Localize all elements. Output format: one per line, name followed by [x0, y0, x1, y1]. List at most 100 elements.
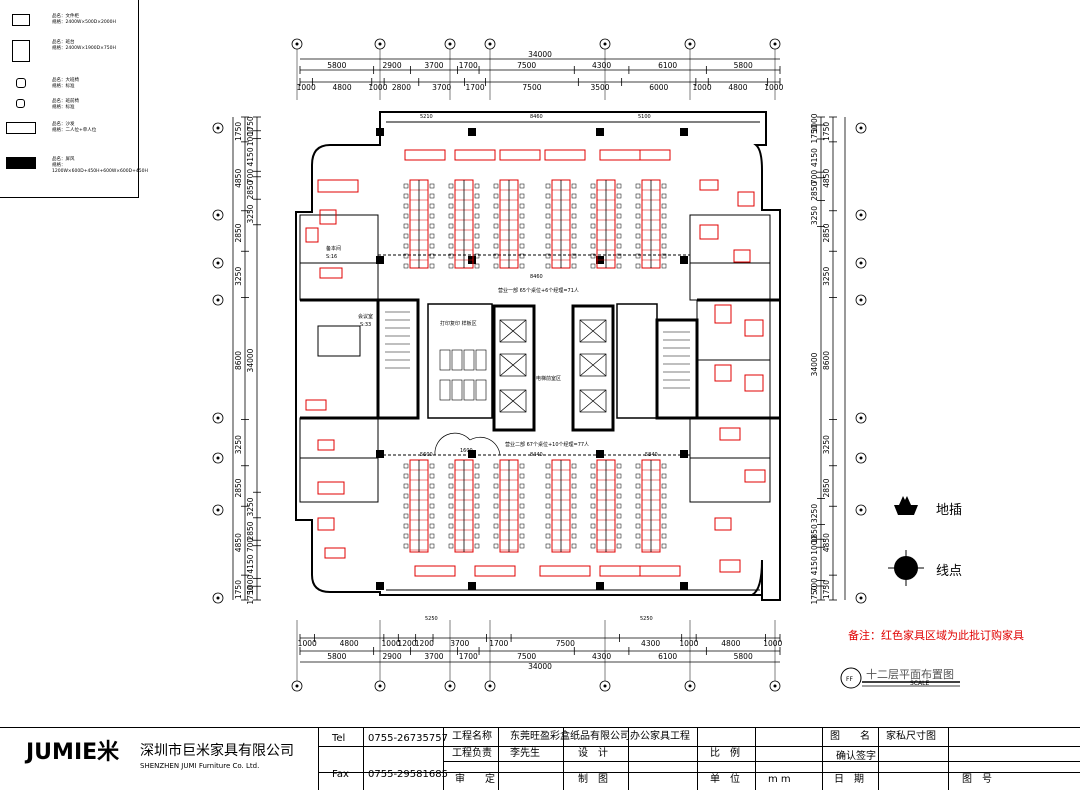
chair [403, 223, 409, 229]
office-desk [317, 179, 359, 193]
chair [635, 533, 641, 539]
dimension-text: 4850 [234, 533, 243, 552]
dimension-text: 34000 [246, 348, 255, 372]
chair [519, 473, 525, 479]
drawing-name-label: 图 名 [830, 731, 870, 742]
office-desk [744, 469, 766, 483]
meeting-table [317, 325, 361, 357]
chair [590, 513, 596, 519]
dimension-text: 4800 [340, 639, 359, 648]
legend-spec: 规格：二人位+单人位 [52, 128, 97, 133]
chair [616, 483, 622, 489]
scale-label: SCALE [910, 680, 930, 687]
chair [448, 233, 454, 239]
chair [429, 263, 435, 269]
dimension-text: 2900 [383, 61, 402, 70]
chair [571, 523, 577, 529]
office-desk [699, 179, 719, 191]
chair [545, 543, 551, 549]
dimension-text: 3250 [822, 267, 831, 286]
chair [590, 263, 596, 269]
confirm-label: 确认签字 [836, 751, 876, 762]
chair [590, 503, 596, 509]
file-room-area: S:16 [326, 254, 337, 260]
chair [571, 463, 577, 469]
dimension-text: 4800 [333, 83, 352, 92]
chair [474, 193, 480, 199]
dimension-text: 1700 [459, 61, 478, 70]
chair [429, 533, 435, 539]
partition-icon [6, 157, 36, 169]
chair [448, 243, 454, 249]
chair [493, 243, 499, 249]
chair [474, 263, 480, 269]
chair [429, 193, 435, 199]
dept2-label: 营业二部 67个桌位+10个经理=77人 [505, 441, 589, 448]
chair [590, 233, 596, 239]
dimension-text: 5800 [327, 61, 346, 70]
dimension-text: 7500 [517, 652, 536, 661]
red-furniture-note: 备注：红色家具区域为此批订购家具 [848, 629, 1024, 642]
dimension-text: 8600 [234, 351, 243, 370]
dimension-text: 2850 [810, 181, 819, 200]
dimension-text: 3250 [822, 435, 831, 454]
legend-name: 品名：屏风 [52, 157, 75, 162]
chair [448, 523, 454, 529]
plan-dim: 5210 [420, 114, 433, 120]
dimension-text: 2900 [383, 652, 402, 661]
review-label: 审 定 [455, 774, 495, 785]
elevator-core-left [492, 304, 536, 432]
chair [590, 243, 596, 249]
chair [545, 243, 551, 249]
chair [661, 523, 667, 529]
chair [616, 193, 622, 199]
dimension-text: 1000 [246, 575, 255, 594]
chair [661, 503, 667, 509]
dimension-text: 34000 [810, 352, 819, 376]
chair [545, 223, 551, 229]
legend-spec: 规格：2400W×1900D×750H [52, 46, 116, 51]
chair [545, 513, 551, 519]
dimension-text: 3500 [590, 83, 609, 92]
office-desk [699, 224, 719, 240]
dimension-text: 1000 [298, 639, 317, 648]
chair [493, 463, 499, 469]
chair [493, 213, 499, 219]
dimension-text: 4300 [641, 639, 660, 648]
plan-dim: 8460 [530, 114, 543, 120]
chair [403, 543, 409, 549]
plan-dim: 5840 [645, 452, 658, 458]
chair [519, 483, 525, 489]
chair [661, 223, 667, 229]
chair [519, 193, 525, 199]
chair [616, 493, 622, 499]
dimension-text: 6100 [658, 652, 677, 661]
plan-dim: 8460 [530, 274, 543, 280]
chair [635, 263, 641, 269]
chair [519, 203, 525, 209]
dimension-text: 1200 [397, 639, 416, 648]
dimension-text: 1750 [234, 122, 243, 141]
dimension-text: 4150 [246, 554, 255, 573]
chair [429, 543, 435, 549]
dimension-text: 7500 [517, 61, 536, 70]
dimension-text: 4800 [721, 639, 740, 648]
chair [403, 463, 409, 469]
legend-name: 品名：班前椅 [52, 99, 79, 104]
dimension-text: 7500 [522, 83, 541, 92]
chair [493, 203, 499, 209]
dimension-text: 4800 [728, 83, 747, 92]
chair [448, 193, 454, 199]
chair [545, 233, 551, 239]
chair [635, 213, 641, 219]
chair [616, 213, 622, 219]
chair [493, 263, 499, 269]
chair [616, 523, 622, 529]
axis-bubble [855, 257, 867, 269]
perimeter-desk [639, 565, 681, 577]
chair [519, 523, 525, 529]
axis-bubble [855, 122, 867, 134]
chair [448, 223, 454, 229]
plan-dim: 5250 [425, 616, 438, 622]
chair [403, 473, 409, 479]
